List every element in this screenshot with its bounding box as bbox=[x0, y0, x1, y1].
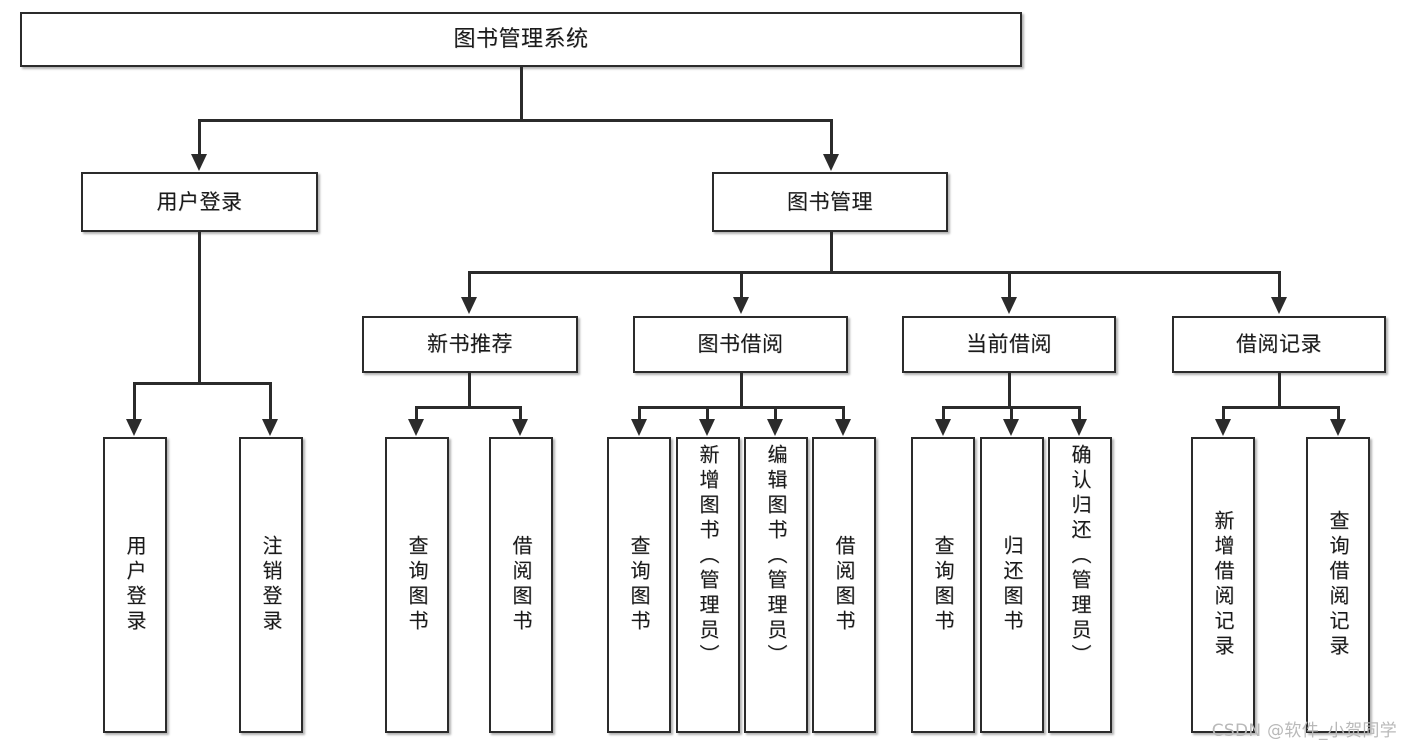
node-book-manage[interactable]: 图书管理 bbox=[712, 172, 948, 232]
connector-borrow-record-drop-2 bbox=[1337, 406, 1340, 420]
node-leaf-confirm-return-label: 确认归还（管理员） bbox=[1068, 444, 1092, 669]
arrow-book-borrow-leaf-2 bbox=[699, 419, 715, 436]
node-book-borrow[interactable]: 图书借阅 bbox=[633, 316, 848, 373]
node-root[interactable]: 图书管理系统 bbox=[20, 12, 1022, 67]
arrow-current-borrow-leaf-3 bbox=[1071, 419, 1087, 436]
connector-current-borrow-drop-3 bbox=[1078, 406, 1081, 420]
node-leaf-edit-book-label: 编辑图书（管理员） bbox=[764, 444, 788, 669]
connector-book-manage-drop-2 bbox=[740, 271, 743, 298]
connector-book-borrow-drop-4 bbox=[842, 406, 845, 420]
arrow-current-borrow-leaf-1 bbox=[935, 419, 951, 436]
node-leaf-add-record[interactable]: 新增借阅记录 bbox=[1191, 437, 1255, 733]
node-leaf-add-book-label: 新增图书（管理员） bbox=[696, 444, 720, 669]
arrow-new-book-rec-leaf-1 bbox=[408, 419, 424, 436]
node-root-label: 图书管理系统 bbox=[453, 26, 589, 52]
connector-current-borrow-drop-1 bbox=[942, 406, 945, 420]
arrow-user-login-leaf-2 bbox=[262, 419, 278, 436]
connector-root-bus bbox=[198, 119, 832, 122]
node-new-book-rec-label: 新书推荐 bbox=[427, 332, 513, 357]
connector-new-book-rec-stem bbox=[468, 373, 471, 406]
node-leaf-query-book-1-label: 查询图书 bbox=[405, 535, 429, 635]
node-leaf-borrow-book-1[interactable]: 借阅图书 bbox=[489, 437, 553, 733]
connector-user-login-drop-1 bbox=[133, 382, 136, 419]
node-leaf-user-login-label: 用户登录 bbox=[123, 535, 147, 635]
connector-new-book-rec-bus bbox=[415, 406, 521, 409]
watermark-text: CSDN @软件_小贺同学 bbox=[1211, 721, 1397, 741]
node-book-borrow-label: 图书借阅 bbox=[697, 332, 784, 357]
connector-user-login-stem bbox=[198, 232, 201, 382]
connector-user-login-bus bbox=[133, 382, 271, 385]
node-leaf-add-book[interactable]: 新增图书（管理员） bbox=[676, 437, 740, 733]
node-current-borrow[interactable]: 当前借阅 bbox=[902, 316, 1116, 373]
node-leaf-query-record[interactable]: 查询借阅记录 bbox=[1306, 437, 1370, 733]
arrow-borrow-record-leaf-2 bbox=[1330, 419, 1346, 436]
node-leaf-user-login[interactable]: 用户登录 bbox=[103, 437, 167, 733]
node-current-borrow-label: 当前借阅 bbox=[966, 332, 1052, 357]
connector-book-borrow-stem bbox=[740, 373, 743, 406]
node-new-book-rec[interactable]: 新书推荐 bbox=[362, 316, 578, 373]
node-user-login-label: 用户登录 bbox=[156, 189, 243, 214]
connector-user-login-drop-2 bbox=[269, 382, 272, 419]
node-leaf-edit-book[interactable]: 编辑图书（管理员） bbox=[744, 437, 808, 733]
connector-borrow-record-bus bbox=[1222, 406, 1339, 409]
node-user-login[interactable]: 用户登录 bbox=[81, 172, 318, 232]
node-leaf-user-logout[interactable]: 注销登录 bbox=[239, 437, 303, 733]
connector-book-manage-stem bbox=[830, 232, 833, 271]
node-leaf-query-book-3[interactable]: 查询图书 bbox=[911, 437, 975, 733]
connector-root-stem bbox=[520, 67, 523, 119]
connector-book-borrow-drop-2 bbox=[706, 406, 709, 420]
node-leaf-query-book-3-label: 查询图书 bbox=[931, 535, 955, 635]
connector-borrow-record-stem bbox=[1278, 373, 1281, 406]
arrow-book-manage-child-2 bbox=[733, 297, 749, 314]
arrow-book-borrow-leaf-3 bbox=[767, 419, 783, 436]
arrow-new-book-rec-leaf-2 bbox=[512, 419, 528, 436]
arrow-book-manage-child-1 bbox=[461, 297, 477, 314]
arrow-book-borrow-leaf-1 bbox=[631, 419, 647, 436]
arrow-user-login-leaf-1 bbox=[126, 419, 142, 436]
node-leaf-borrow-book-2-label: 借阅图书 bbox=[832, 535, 856, 635]
arrow-book-manage-child-3 bbox=[1001, 297, 1017, 314]
connector-current-borrow-stem bbox=[1008, 373, 1011, 406]
connector-root-to-book-manage bbox=[830, 119, 833, 155]
arrow-book-borrow-leaf-4 bbox=[835, 419, 851, 436]
arrow-current-borrow-leaf-2 bbox=[1003, 419, 1019, 436]
connector-book-manage-drop-1 bbox=[468, 271, 471, 298]
node-leaf-query-book-1[interactable]: 查询图书 bbox=[385, 437, 449, 733]
arrow-root-to-user-login bbox=[191, 154, 207, 171]
connector-book-manage-drop-4 bbox=[1278, 271, 1281, 298]
connector-new-book-rec-drop-2 bbox=[519, 406, 522, 420]
node-book-manage-label: 图书管理 bbox=[787, 189, 873, 214]
connector-new-book-rec-drop-1 bbox=[415, 406, 418, 420]
node-leaf-query-book-2-label: 查询图书 bbox=[627, 535, 651, 635]
arrow-book-manage-child-4 bbox=[1271, 297, 1287, 314]
node-leaf-query-record-label: 查询借阅记录 bbox=[1326, 510, 1350, 660]
node-leaf-borrow-book-1-label: 借阅图书 bbox=[509, 535, 533, 635]
connector-root-to-user-login bbox=[198, 119, 201, 155]
node-leaf-user-logout-label: 注销登录 bbox=[259, 535, 283, 635]
node-leaf-add-record-label: 新增借阅记录 bbox=[1211, 510, 1235, 660]
connector-borrow-record-drop-1 bbox=[1222, 406, 1225, 420]
connector-book-manage-bus bbox=[468, 271, 1280, 274]
node-borrow-record[interactable]: 借阅记录 bbox=[1172, 316, 1386, 373]
node-leaf-query-book-2[interactable]: 查询图书 bbox=[607, 437, 671, 733]
connector-book-borrow-bus bbox=[638, 406, 844, 409]
connector-current-borrow-drop-2 bbox=[1010, 406, 1013, 420]
node-leaf-borrow-book-2[interactable]: 借阅图书 bbox=[812, 437, 876, 733]
arrow-root-to-book-manage bbox=[823, 154, 839, 171]
connector-book-manage-drop-3 bbox=[1008, 271, 1011, 298]
node-leaf-return-book-label: 归还图书 bbox=[1000, 535, 1024, 635]
arrow-borrow-record-leaf-1 bbox=[1215, 419, 1231, 436]
node-leaf-return-book[interactable]: 归还图书 bbox=[980, 437, 1044, 733]
connector-book-borrow-drop-1 bbox=[638, 406, 641, 420]
node-leaf-confirm-return[interactable]: 确认归还（管理员） bbox=[1048, 437, 1112, 733]
node-borrow-record-label: 借阅记录 bbox=[1236, 332, 1322, 357]
connector-book-borrow-drop-3 bbox=[774, 406, 777, 420]
